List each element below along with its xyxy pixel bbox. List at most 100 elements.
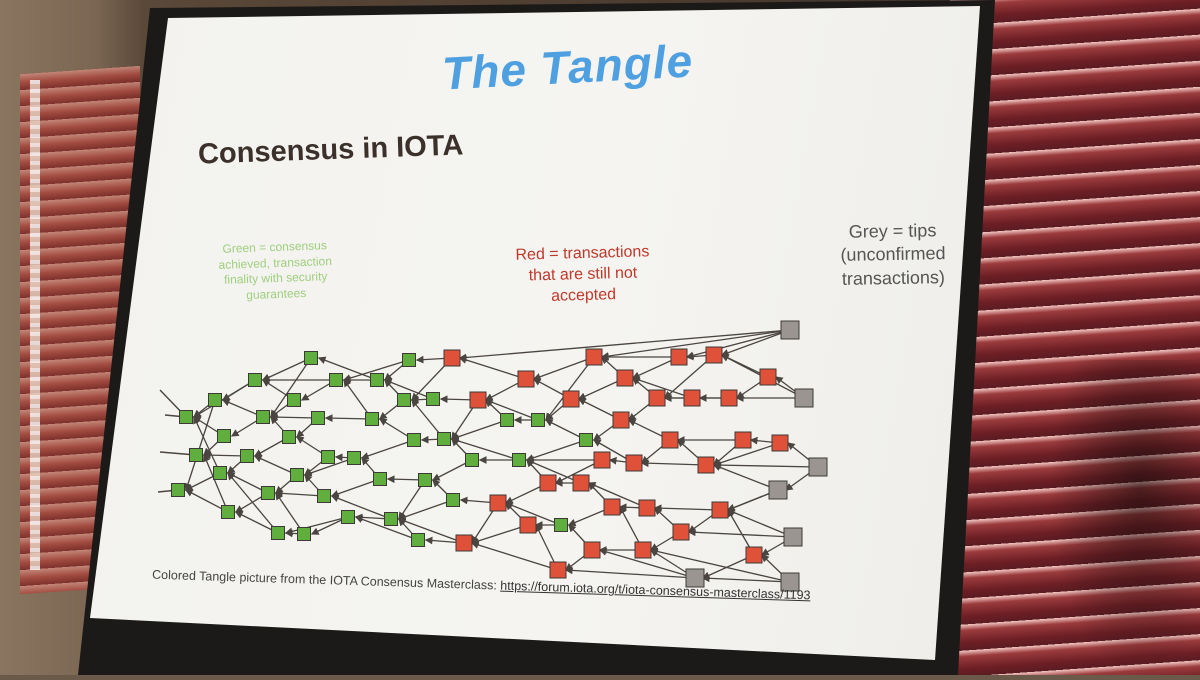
tangle-edge bbox=[284, 516, 349, 536]
confirmed-transaction-node bbox=[240, 449, 254, 463]
confirmed-transaction-node bbox=[411, 533, 425, 547]
pending-transaction-node bbox=[572, 474, 590, 492]
tangle-edge bbox=[712, 463, 779, 491]
confirmed-transaction-node bbox=[297, 527, 311, 541]
tangle-edge bbox=[653, 504, 721, 513]
confirmed-transaction-node bbox=[208, 393, 222, 407]
tangle-edge bbox=[712, 461, 819, 470]
tangle-edge bbox=[720, 329, 791, 357]
confirmed-transaction-node bbox=[370, 373, 384, 387]
tangle-edge bbox=[317, 356, 378, 381]
pending-transaction-node bbox=[562, 390, 580, 408]
confirmed-transaction-node bbox=[321, 450, 335, 464]
tip-node bbox=[780, 572, 800, 592]
pending-transaction-node bbox=[705, 346, 723, 364]
tangle-edge bbox=[685, 329, 791, 360]
pending-transaction-node bbox=[603, 498, 621, 516]
confirmed-transaction-node bbox=[373, 472, 387, 486]
pending-transaction-node bbox=[759, 368, 777, 386]
tangle-edge bbox=[712, 442, 781, 467]
tangle-edge bbox=[458, 329, 791, 362]
pending-transaction-node bbox=[455, 534, 473, 552]
tangle-edge bbox=[397, 517, 465, 544]
tangle-edge bbox=[484, 398, 539, 421]
pending-transaction-node bbox=[616, 369, 634, 387]
pending-transaction-node bbox=[745, 546, 763, 564]
pending-transaction-node bbox=[638, 499, 656, 517]
tangle-edge bbox=[640, 459, 707, 468]
tangle-edge bbox=[227, 472, 279, 534]
tangle-edge bbox=[342, 359, 410, 382]
confirmed-transaction-node bbox=[579, 433, 593, 447]
tangle-edge bbox=[587, 481, 648, 509]
pending-transaction-node bbox=[771, 434, 789, 452]
tip-node bbox=[808, 457, 828, 477]
pending-transaction-node bbox=[734, 431, 752, 449]
confirmed-transaction-node bbox=[329, 373, 343, 387]
tangle-edge bbox=[600, 329, 791, 360]
confirmed-transaction-node bbox=[500, 413, 514, 427]
tangle-edge bbox=[545, 356, 595, 422]
tangle-edge bbox=[598, 548, 696, 579]
pending-transaction-node bbox=[683, 389, 701, 407]
pending-transaction-node bbox=[443, 349, 461, 367]
confirmed-transaction-node bbox=[341, 510, 355, 524]
tangle-edge bbox=[202, 453, 229, 513]
confirmed-transaction-node bbox=[418, 473, 432, 487]
tip-node bbox=[783, 527, 803, 547]
tangle-nodes bbox=[171, 320, 828, 592]
pending-transaction-node bbox=[670, 348, 688, 366]
pending-transaction-node bbox=[612, 411, 630, 429]
tangle-edge bbox=[701, 574, 791, 583]
tangle-edge bbox=[564, 566, 696, 579]
confirmed-transaction-node bbox=[317, 489, 331, 503]
confirmed-transaction-node bbox=[554, 518, 568, 532]
tangle-edge bbox=[525, 458, 582, 484]
confirmed-transaction-node bbox=[217, 429, 231, 443]
tangle-edge bbox=[269, 413, 319, 422]
confirmed-transaction-node bbox=[261, 486, 275, 500]
pending-transaction-node bbox=[469, 391, 487, 409]
pending-transaction-node bbox=[625, 454, 643, 472]
confirmed-transaction-node bbox=[282, 430, 296, 444]
tangle-edge bbox=[687, 528, 794, 538]
tangle-edge bbox=[470, 541, 559, 571]
pending-transaction-node bbox=[519, 516, 537, 534]
confirmed-transaction-node bbox=[256, 410, 270, 424]
confirmed-transaction-node bbox=[179, 410, 193, 424]
tip-node bbox=[794, 388, 814, 408]
tangle-edge bbox=[397, 499, 454, 521]
tangle-edge bbox=[470, 524, 529, 545]
confirmed-transaction-node bbox=[446, 493, 460, 507]
pending-transaction-node bbox=[549, 561, 567, 579]
confirmed-transaction-node bbox=[304, 351, 318, 365]
tangle-edge bbox=[303, 457, 355, 477]
confirmed-transaction-node bbox=[465, 453, 479, 467]
tangle-edge bbox=[458, 356, 527, 380]
confirmed-transaction-node bbox=[311, 411, 325, 425]
tangle-edge bbox=[532, 356, 595, 381]
pending-transaction-node bbox=[672, 523, 690, 541]
confirmed-transaction-node bbox=[189, 448, 203, 462]
pending-transaction-node bbox=[648, 389, 666, 407]
tangle-edge bbox=[504, 501, 562, 526]
confirmed-transaction-node bbox=[512, 453, 526, 467]
pending-transaction-node bbox=[489, 494, 507, 512]
confirmed-transaction-node bbox=[365, 412, 379, 426]
confirmed-transaction-node bbox=[290, 468, 304, 482]
tangle-edge bbox=[270, 357, 312, 419]
tangle-edge bbox=[202, 451, 248, 460]
pending-transaction-node bbox=[720, 389, 738, 407]
tangle-edge bbox=[525, 439, 587, 462]
tangle-edge bbox=[192, 379, 256, 418]
tangle-edge bbox=[360, 439, 415, 460]
pending-transaction-node bbox=[539, 474, 557, 492]
tangle-edge bbox=[324, 414, 373, 423]
tip-node bbox=[685, 568, 705, 588]
person-shadow bbox=[1050, 360, 1200, 680]
tangle-edge bbox=[631, 376, 693, 399]
pending-transaction-node bbox=[593, 451, 611, 469]
confirmed-transaction-node bbox=[248, 373, 262, 387]
